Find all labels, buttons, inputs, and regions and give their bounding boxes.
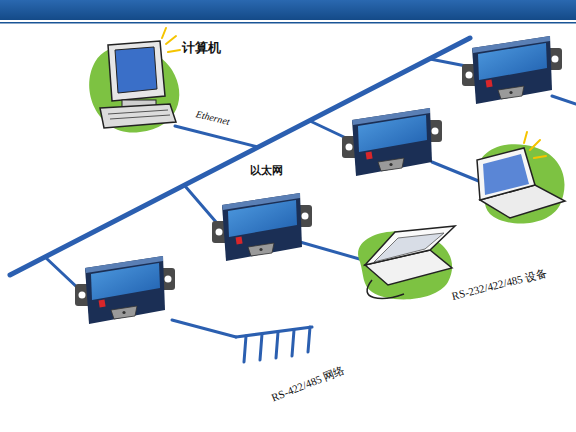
rs485-bus-comb-part	[308, 327, 310, 352]
device-servers-part	[342, 108, 442, 176]
computer-icon-part	[89, 46, 179, 132]
network-wires-part	[45, 257, 80, 290]
rs485-bus-comb-part	[244, 336, 246, 362]
device-servers-part	[212, 193, 312, 261]
computer-icon-part-part	[162, 28, 166, 38]
computer-label: 计算机	[182, 40, 221, 56]
network-wires-part	[552, 96, 576, 104]
device-servers	[75, 36, 562, 324]
laptop-icon-part	[477, 148, 535, 200]
rs485-bus-comb	[236, 327, 312, 362]
network-wires-part	[172, 320, 236, 337]
computer-icon-part-part	[168, 50, 180, 52]
device-label: RS-232/422/485 设备	[450, 267, 548, 303]
laptop-icon-part	[524, 132, 546, 158]
laptop-icon	[477, 132, 565, 224]
computer-icon-part	[162, 28, 180, 52]
network-label: 以太网	[250, 164, 283, 177]
laptop-icon-part	[478, 144, 565, 223]
network-wires-part	[310, 121, 346, 138]
scanner-icon-part	[367, 280, 404, 298]
device-servers-part	[462, 36, 562, 104]
bus-network-label: RS-422/485 网络	[270, 363, 347, 404]
network-wires-part	[175, 126, 258, 147]
scanner-icon-part	[365, 226, 455, 265]
laptop-icon-part-part	[530, 140, 540, 150]
scanner-icon-part	[374, 233, 444, 262]
scanner-icon	[358, 226, 455, 299]
computer-icon-part	[100, 104, 176, 128]
device-servers-part	[75, 256, 175, 324]
network-wires-part	[430, 59, 466, 66]
rs485-bus-comb-part	[260, 334, 262, 360]
computer-icon-part-part	[166, 36, 176, 44]
network-wires-part	[10, 38, 470, 275]
computer-icon-part	[110, 115, 170, 119]
rs485-bus-comb-part	[276, 332, 278, 358]
laptop-icon-part-part	[524, 132, 527, 143]
computer-icon-part	[108, 41, 165, 101]
ethernet-label: Ethernet	[195, 108, 231, 128]
laptop-icon-part-part	[534, 156, 546, 158]
header-bar-part	[0, 22, 576, 24]
header-bar-part	[0, 0, 576, 20]
network-wires-part	[185, 186, 216, 222]
header-bar	[0, 0, 576, 24]
computer-icon-part	[115, 47, 157, 93]
rs485-bus-comb-part	[292, 330, 294, 356]
computer-icon-part	[108, 110, 168, 114]
laptop-icon-part	[483, 154, 529, 195]
computer-icon	[89, 28, 180, 133]
